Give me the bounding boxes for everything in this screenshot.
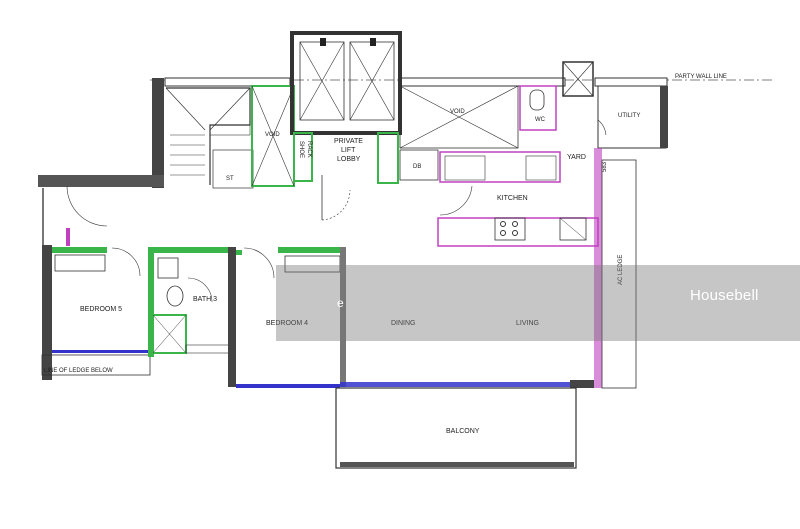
lobby-label-2: LIFT [341,147,356,154]
bath-3: BATH 3 [148,247,231,357]
bedroom-4: BEDROOM 4 [228,247,346,388]
bath-3-label: BATH 3 [193,296,217,303]
void-left-label: VOID [265,132,280,138]
bedroom-5: BEDROOM 5 LINE OF LEDGE BELOW [41,185,151,380]
dining-label: DINING [391,320,416,327]
void-right: VOID [399,85,519,149]
dimension-label: 583 [602,161,608,172]
kitchen-label: KITCHEN [497,195,528,202]
bedroom-4-label: BEDROOM 4 [266,320,308,327]
shoe-rack-label-1: SHOE [298,141,304,158]
ledge-note-label: LINE OF LEDGE BELOW [44,368,113,374]
ac-ledge-label: AC LEDGE [618,255,624,285]
service-area: WC YARD UTILITY 583 [519,61,668,172]
balcony-label: BALCONY [446,428,480,435]
kitchen: KITCHEN AC LEDGE [437,148,637,389]
shoe-rack-label-2: RACK [306,141,312,158]
st-label: ST [226,176,234,182]
void-left: VOID ST [226,85,295,187]
yard-label: YARD [567,154,586,161]
party-wall-label: PARTY WALL LINE [675,74,727,80]
db-label: DB [413,164,421,170]
utility-label: UTILITY [618,113,640,119]
balcony: BALCONY [335,387,577,469]
staircase [38,78,254,189]
wc-label: WC [535,117,546,123]
watermark-band [276,265,800,341]
living-label: LIVING [516,320,539,327]
lobby-label-1: PRIVATE [334,138,363,145]
void-right-label: VOID [450,109,465,115]
watermark-brand: Housebell [690,287,759,304]
living-area: DINING LIVING [340,320,594,388]
lift-core [290,31,402,135]
top-wall [164,77,668,87]
lobby-label-3: LOBBY [337,156,361,163]
lift-lobby: SHOE RACK PRIVATE LIFT LOBBY DB [293,132,439,221]
bedroom-5-label: BEDROOM 5 [80,306,122,313]
watermark-fragment: e [337,296,344,310]
